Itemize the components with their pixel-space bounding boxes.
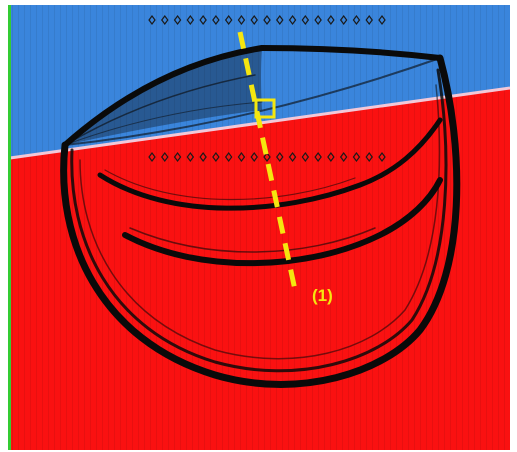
survey-line-label: (1) bbox=[312, 286, 333, 305]
left-edge-bar bbox=[8, 5, 11, 450]
